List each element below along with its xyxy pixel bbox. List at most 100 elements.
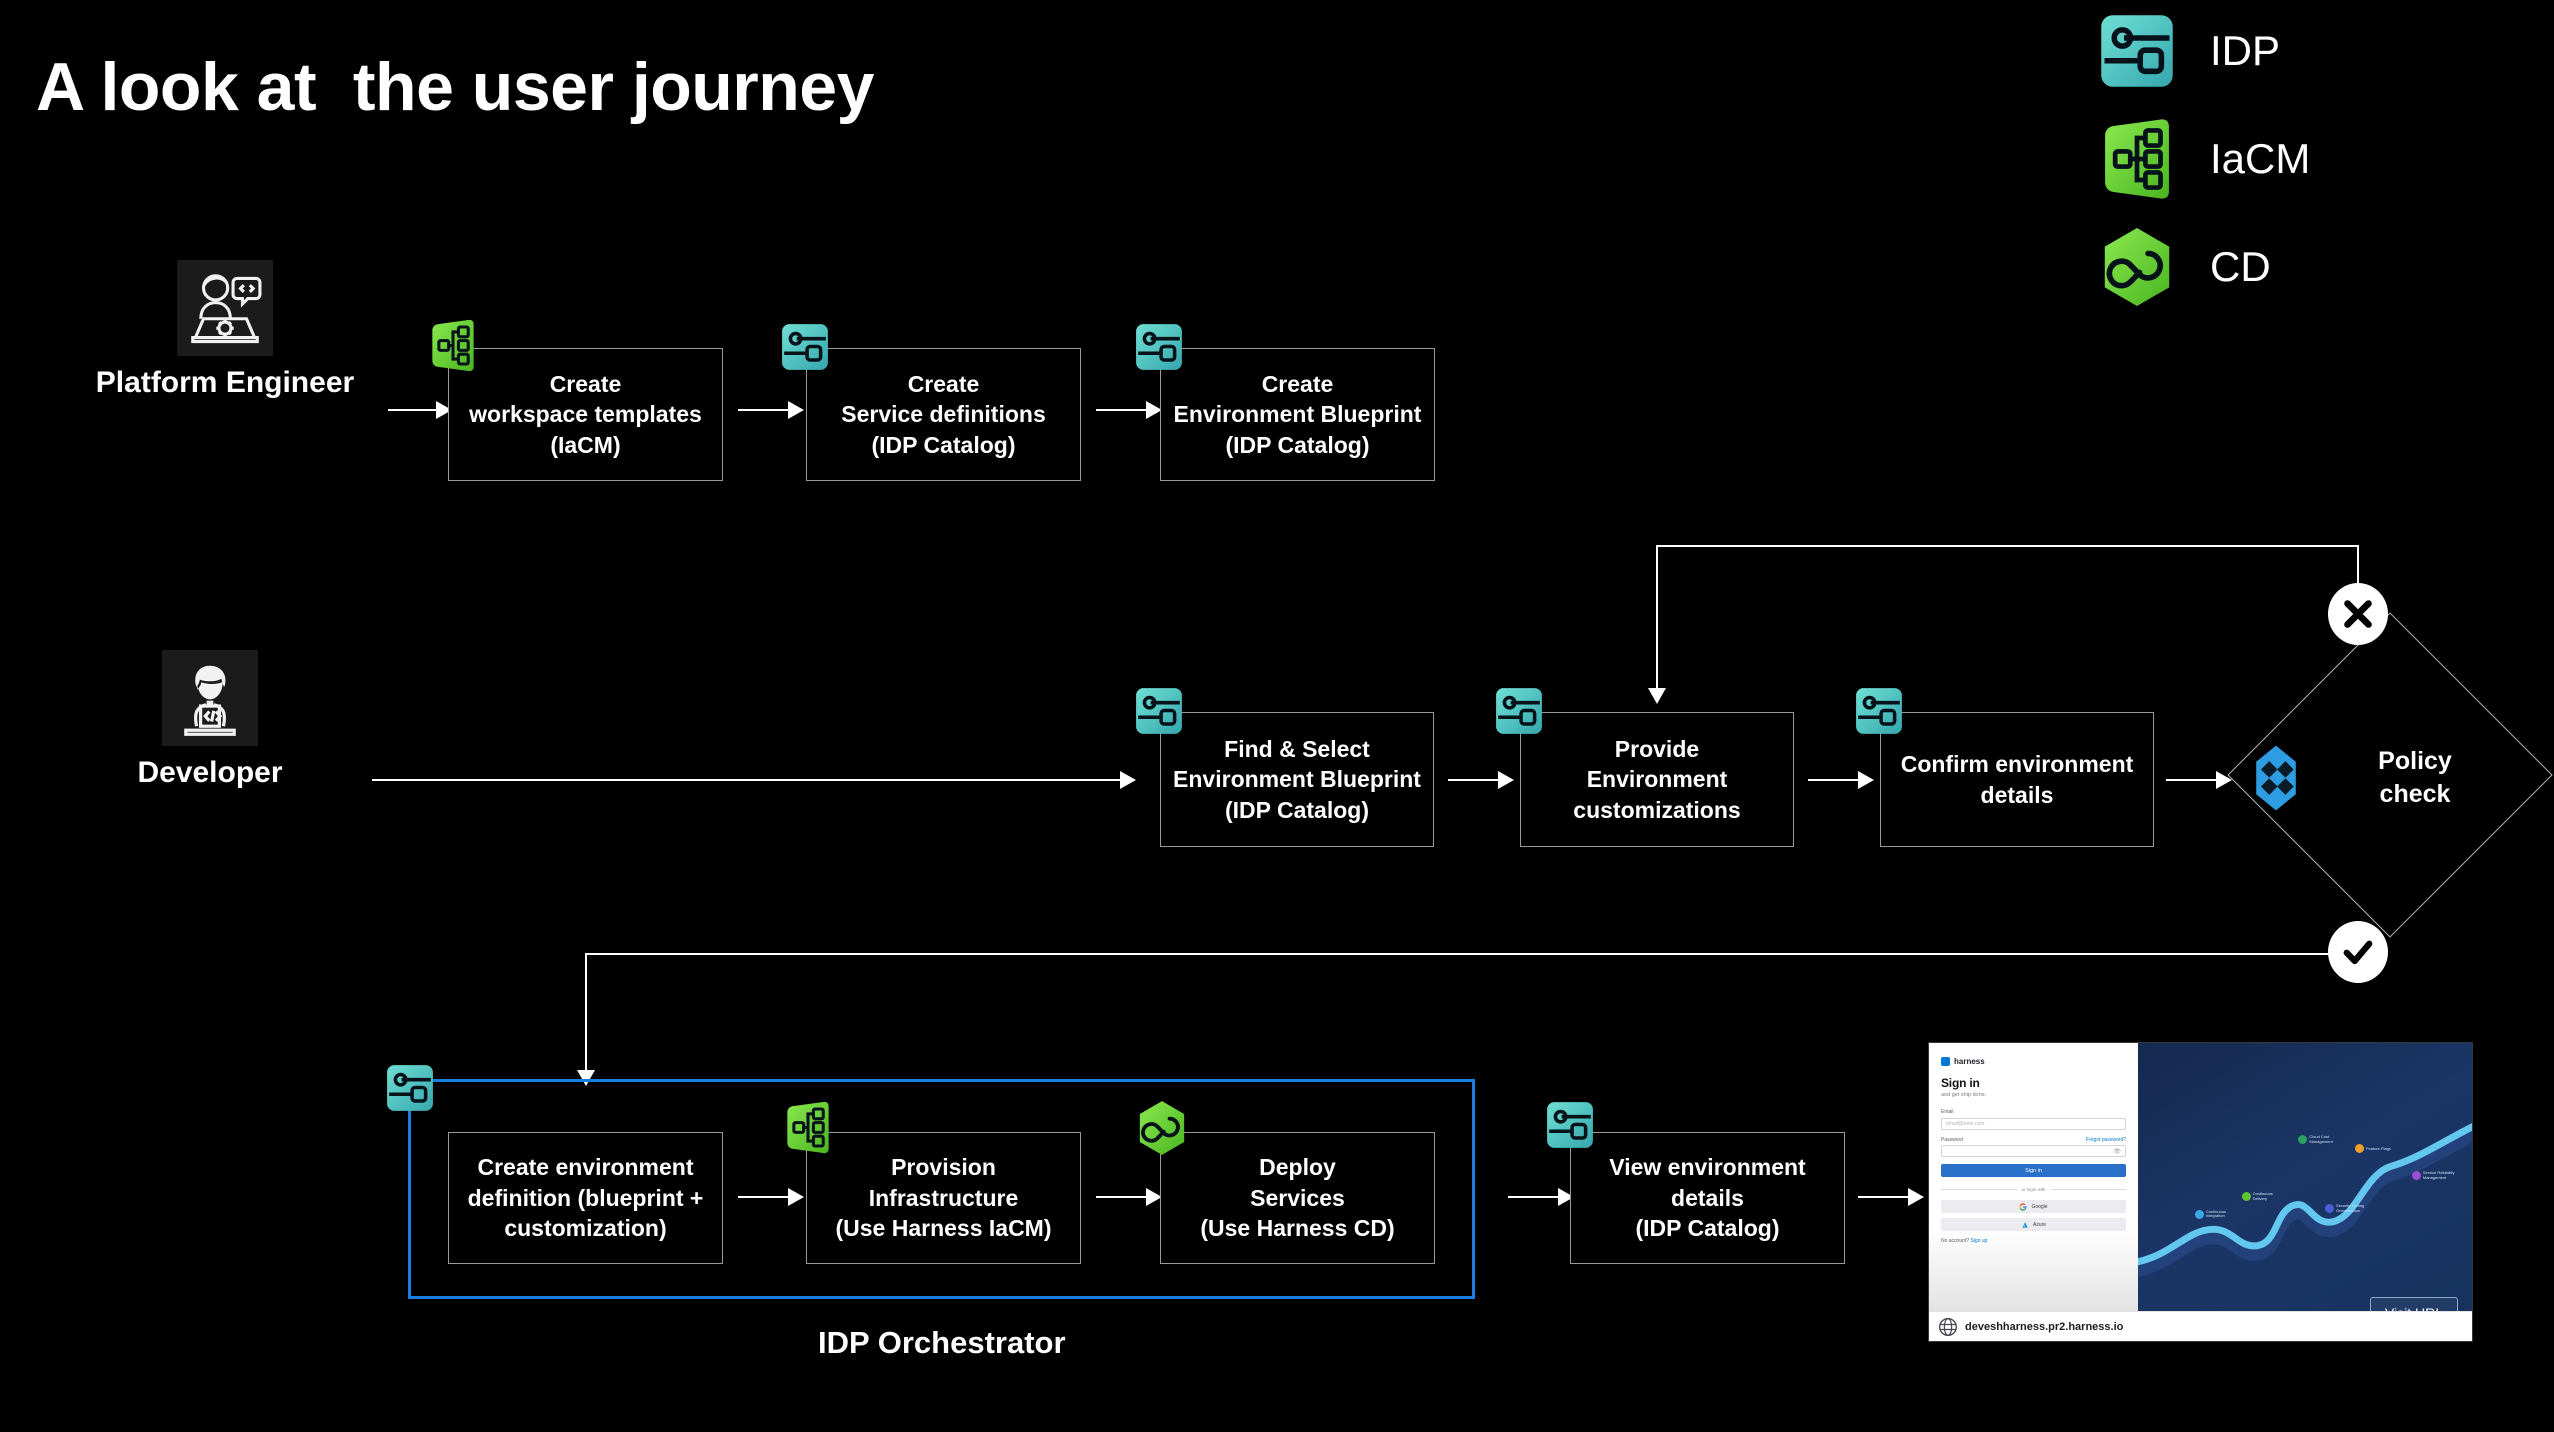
step-box-label: Create Service definitions (IDP Catalog) [841, 370, 1046, 458]
persona-label: Developer [137, 756, 283, 789]
step-box-create-environment-blueprint[interactable]: Create Environment Blueprint (IDP Catalo… [1160, 348, 1435, 481]
platform-engineer-avatar-icon [177, 260, 273, 356]
connector-arrow [1908, 1188, 1924, 1206]
show-password-eye-icon[interactable]: 👁 [2113, 1148, 2122, 1155]
divider-line [2050, 1189, 2127, 1190]
url-text: deveshharness.pr2.harness.io [1965, 1320, 2124, 1333]
idp-icon [780, 322, 830, 377]
url-bar[interactable]: deveshharness.pr2.harness.io [1929, 1311, 2472, 1341]
idp-icon [1134, 686, 1184, 741]
module-cloud-cost-management: Cloud Cost Management [2298, 1134, 2333, 1145]
module-feature-flags: Feature Flags [2355, 1144, 2391, 1154]
module-dot-icon [2298, 1135, 2308, 1145]
legend-item-label: IaCM [2210, 135, 2311, 182]
step-box-label: Create workspace templates (IaCM) [469, 370, 702, 458]
legend-item-iacm: IaCM [2098, 116, 2418, 202]
google-login-label: Google [2031, 1203, 2048, 1210]
azure-login-label: Azure [2032, 1221, 2047, 1228]
connector-arrow [1120, 771, 1136, 789]
connector-line [2357, 545, 2359, 587]
step-box-provide-environment-customizations[interactable]: Provide Environment customizations [1520, 712, 1794, 847]
legend-item-label: IDP [2210, 27, 2281, 74]
azure-icon [2022, 1221, 2028, 1228]
connector-arrow [2216, 771, 2232, 789]
signin-hero-illustration: Continuous Integration Continuous Delive… [2138, 1043, 2472, 1341]
google-icon [2020, 1202, 2028, 1211]
module-dot-icon [2355, 1144, 2365, 1154]
journey-path-graphic [2138, 1123, 2472, 1277]
cd-icon [2098, 226, 2176, 308]
connector-line [1656, 545, 2359, 547]
signin-heading: Sign in [1941, 1076, 1980, 1090]
connector-line [738, 409, 790, 411]
email-field[interactable]: email@work.com [1941, 1117, 2127, 1130]
or-divider: or login with [1941, 1187, 2127, 1192]
persona-developer: Developer [110, 650, 310, 790]
step-box-provision-infrastructure[interactable]: Provision Infrastructure (Use Harness Ia… [806, 1132, 1081, 1264]
idp-icon [1854, 686, 1904, 741]
decision-label: Policy check [2378, 747, 2452, 808]
connector-line [1656, 545, 1658, 691]
module-label: Cloud Cost Management [2309, 1134, 2333, 1144]
step-box-label: Create Environment Blueprint (IDP Catalo… [1173, 370, 1422, 458]
legend-item-idp: IDP [2098, 8, 2418, 94]
connector-line [1096, 1196, 1148, 1198]
connector-line [1858, 1196, 1910, 1198]
step-box-view-environment-details[interactable]: View environment details (IDP Catalog) [1570, 1132, 1845, 1264]
policy-icon [2240, 742, 2312, 819]
connector-line [585, 953, 2353, 955]
globe-icon [1939, 1317, 1957, 1336]
policy-pass-check-icon [2328, 921, 2388, 983]
module-label: Continuous Delivery [2252, 1191, 2273, 1201]
step-box-label: Deploy Services (Use Harness CD) [1200, 1154, 1395, 1242]
module-label: Security Testing Orchestration [2336, 1202, 2365, 1213]
legend-item-cd: CD [2098, 224, 2418, 310]
step-box-label: Provision Infrastructure (Use Harness Ia… [835, 1154, 1052, 1242]
signup-link[interactable]: Sign up [1970, 1238, 1988, 1244]
password-label: Password [1941, 1136, 1963, 1143]
or-divider-label: or login with [2021, 1187, 2046, 1192]
connector-arrow [577, 1070, 595, 1086]
connector-line [1448, 779, 1500, 781]
google-login-button[interactable]: Google [1941, 1200, 2127, 1213]
step-box-label: Confirm environment details [1900, 751, 2134, 808]
page-title: A look at the user journey [36, 49, 874, 125]
step-box-label: Provide Environment customizations [1573, 735, 1741, 823]
module-dot-icon [2411, 1171, 2421, 1181]
legend-item-label: CD [2210, 243, 2271, 290]
harness-signin-screenshot[interactable]: harness Sign in and get ship done. Email… [1928, 1042, 2473, 1342]
idp-orchestrator-frame [408, 1079, 1475, 1299]
idp-icon [385, 1063, 435, 1118]
step-box-confirm-environment-details[interactable]: Confirm environment details [1880, 712, 2154, 847]
signin-subheading: and get ship done. [1941, 1092, 1987, 1098]
persona-platform-engineer: Platform Engineer [82, 260, 368, 400]
step-box-create-workspace-templates[interactable]: Create workspace templates (IaCM) [448, 348, 723, 481]
step-box-create-environment-definition[interactable]: Create environment definition (blueprint… [448, 1132, 723, 1264]
harness-logo: harness [1941, 1057, 2126, 1066]
step-box-create-service-definitions[interactable]: Create Service definitions (IDP Catalog) [806, 348, 1081, 481]
module-label: Service Reliability Management [2422, 1170, 2455, 1180]
signup-footer-text: No account? [1941, 1238, 1970, 1244]
step-box-label: Find & Select Environment Blueprint (IDP… [1173, 735, 1421, 823]
step-box-find-select-environment-blueprint[interactable]: Find & Select Environment Blueprint (IDP… [1160, 712, 1434, 847]
password-field[interactable]: 👁 [1941, 1145, 2127, 1157]
forgot-password-link[interactable]: Forgot password? [2086, 1136, 2127, 1143]
azure-login-button[interactable]: Azure [1941, 1218, 2127, 1231]
module-security-testing-orchestration: Security Testing Orchestration [2325, 1202, 2365, 1213]
connector-arrow [788, 401, 804, 419]
harness-logo-text: harness [1954, 1057, 1985, 1066]
cd-icon [1135, 1100, 1189, 1161]
module-service-reliability-management: Service Reliability Management [2411, 1170, 2455, 1181]
connector-arrow [1146, 1188, 1162, 1206]
module-dot-icon [2241, 1192, 2251, 1202]
idp-orchestrator-label: IDP Orchestrator [818, 1325, 1066, 1360]
module-dot-icon [2325, 1204, 2335, 1213]
step-box-deploy-services[interactable]: Deploy Services (Use Harness CD) [1160, 1132, 1435, 1264]
signin-button[interactable]: Sign in [1941, 1164, 2127, 1177]
connector-line [1096, 409, 1148, 411]
connector-arrow [1146, 401, 1162, 419]
persona-label: Platform Engineer [95, 366, 355, 399]
module-label: Feature Flags [2366, 1145, 2391, 1151]
connector-arrow [1858, 771, 1874, 789]
